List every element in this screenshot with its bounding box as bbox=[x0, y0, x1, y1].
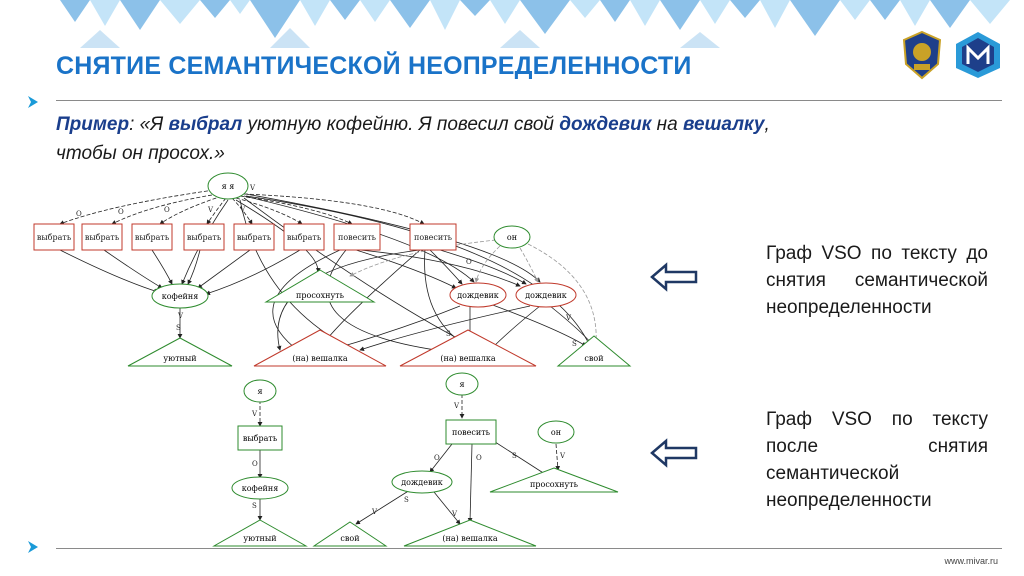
edge-label: V bbox=[177, 312, 184, 320]
page-title: СНЯТИЕ СЕМАНТИЧЕСКОЙ НЕОПРЕДЕЛЕННОСТИ bbox=[56, 52, 692, 80]
node-verb: выбрать bbox=[37, 233, 72, 242]
edge-label: V bbox=[453, 402, 460, 410]
edge-label: О bbox=[164, 206, 170, 214]
edge-label: О bbox=[118, 208, 124, 216]
node-hanger: (на) вешалка bbox=[442, 534, 497, 543]
edge-label: S bbox=[572, 340, 577, 348]
bullet-arrow-icon bbox=[28, 541, 38, 553]
edge-label: S bbox=[404, 496, 409, 504]
node-verb: повесить bbox=[452, 428, 491, 437]
node-raincoat: дождевик bbox=[401, 478, 443, 487]
node-verb: выбрать bbox=[237, 233, 272, 242]
node-verb: повесить bbox=[338, 233, 377, 242]
edge-label: S bbox=[176, 324, 181, 332]
edge-label: V bbox=[371, 508, 378, 516]
decorative-banner bbox=[60, 0, 1010, 48]
node-cozy: уютный bbox=[243, 534, 276, 543]
footer-divider bbox=[56, 548, 1002, 549]
edge-label: V bbox=[451, 510, 458, 518]
node-subject: я bbox=[257, 387, 262, 396]
edge-label: V bbox=[559, 452, 566, 460]
keyword-raincoat: дождевик bbox=[559, 114, 652, 135]
node-subject: я я bbox=[222, 182, 235, 191]
edge-label: О bbox=[252, 460, 258, 468]
edge-label: V bbox=[239, 206, 246, 214]
keyword-hanger: вешалку bbox=[682, 114, 765, 135]
edge-label: О bbox=[76, 210, 82, 218]
mivar-logo-icon bbox=[956, 32, 1000, 78]
node-cafe: кофейня bbox=[242, 484, 279, 493]
edge-label: О bbox=[434, 454, 440, 462]
node-dry: просохнуть bbox=[530, 480, 579, 489]
node-verb: выбрать bbox=[243, 434, 278, 443]
edge-label: V bbox=[249, 184, 256, 192]
node-verb: выбрать bbox=[187, 233, 222, 242]
edge-label: О bbox=[476, 454, 482, 462]
node-verb: выбрать bbox=[287, 233, 322, 242]
edge-label: S bbox=[252, 502, 257, 510]
node-own: свой bbox=[340, 534, 359, 543]
caption-after: Граф VSO по тексту после снятия семантич… bbox=[766, 409, 988, 511]
node-subject: я bbox=[459, 380, 464, 389]
node-cafe: кофейня bbox=[162, 292, 199, 301]
node-cozy: уютный bbox=[163, 354, 196, 363]
university-crest-icon bbox=[902, 30, 942, 80]
edge-label: S bbox=[446, 330, 451, 338]
left-arrow-icon bbox=[650, 262, 698, 292]
example-text: Пример: «Я выбрал уютную кофейню. Я пове… bbox=[56, 114, 770, 164]
node-dry: просохнуть bbox=[296, 291, 345, 300]
node-verb: выбрать bbox=[85, 233, 120, 242]
title-divider bbox=[56, 100, 1002, 101]
node-raincoat: дождевик bbox=[457, 291, 499, 300]
node-hanger: (на) вешалка bbox=[292, 354, 347, 363]
edge-label: V bbox=[565, 314, 572, 322]
node-verb: выбрать bbox=[135, 233, 170, 242]
keyword-chose: выбрал bbox=[168, 114, 243, 135]
node-verb: повесить bbox=[414, 233, 453, 242]
edge-label: S bbox=[512, 452, 517, 460]
caption-before: Граф VSO по тексту до снятия семантическ… bbox=[766, 243, 988, 318]
node-hanger: (на) вешалка bbox=[440, 354, 495, 363]
footer-url[interactable]: www.mivar.ru bbox=[944, 556, 998, 566]
bullet-arrow-icon bbox=[28, 96, 38, 108]
node-own: свой bbox=[584, 354, 603, 363]
edge-label: О bbox=[466, 258, 472, 266]
node-on: он bbox=[507, 233, 517, 242]
edge-label: V bbox=[207, 206, 214, 214]
example-label: Пример bbox=[56, 114, 130, 135]
left-arrow-icon bbox=[650, 438, 698, 468]
node-on: он bbox=[551, 428, 561, 437]
edge-label: V bbox=[251, 410, 258, 418]
node-raincoat: дождевик bbox=[525, 291, 567, 300]
